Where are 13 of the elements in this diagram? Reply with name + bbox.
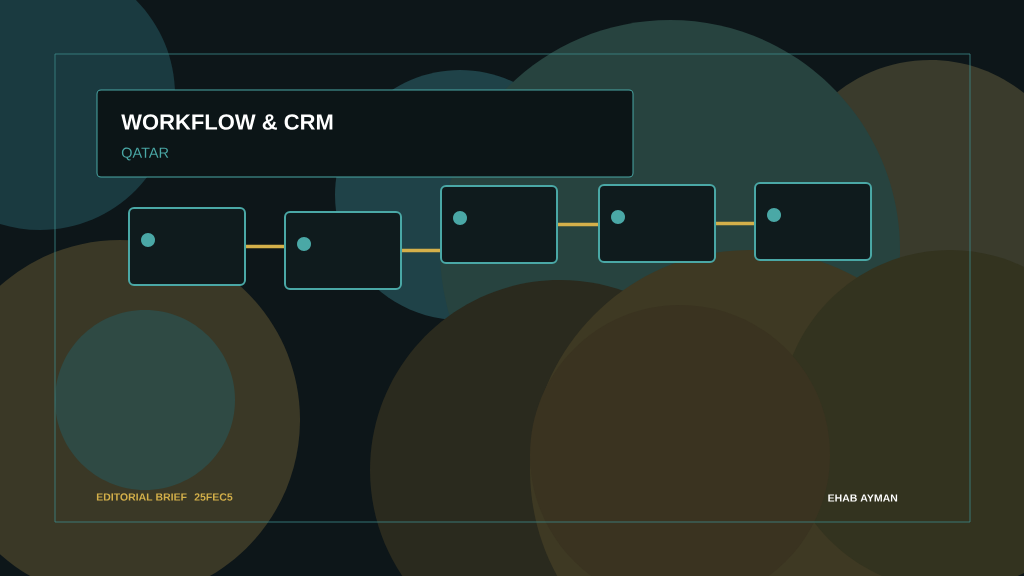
footer-text: 25FEC5 bbox=[194, 493, 233, 501]
step-box bbox=[128, 207, 246, 286]
footer-text: EDITORIAL BRIEF bbox=[96, 493, 187, 501]
step-box bbox=[440, 185, 558, 264]
connector-line bbox=[558, 222, 598, 227]
connector-line bbox=[716, 221, 754, 226]
step-box bbox=[754, 182, 872, 261]
footer-text: EHAB AYMAN bbox=[828, 494, 898, 502]
step-box bbox=[598, 184, 716, 263]
connector-line bbox=[402, 248, 440, 253]
connector-line bbox=[246, 244, 284, 249]
step-box bbox=[284, 211, 402, 290]
title-box: WORKFLOW & CRM QATAR bbox=[96, 89, 634, 178]
